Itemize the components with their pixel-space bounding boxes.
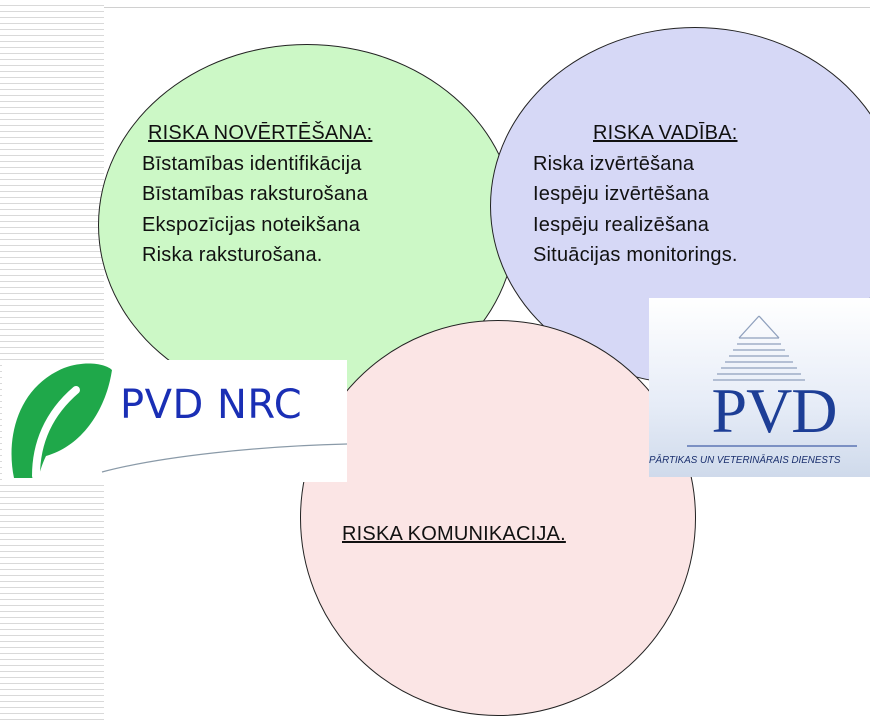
risk-management-item: Riska izvērtēšana [533,152,695,175]
top-divider [104,7,870,8]
risk-communication-title: RISKA KOMUNIKACIJA. [342,523,566,545]
risk-management-item: Situācijas monitorings. [533,244,738,266]
pyramid-icon [687,315,857,447]
pvd-nrc-logo-text: PVD NRC [120,382,303,428]
risk-assessment-item: Bīstamības identifikācija [142,152,362,175]
risk-communication-circle [300,320,696,716]
pvd-nrc-logo: PVD NRC [2,360,347,482]
pvd-logo-subtitle: PĀRTIKAS UN VETERINĀRAIS DIENESTS [649,455,841,466]
risk-management-item: Iespēju realizēšana [533,213,710,236]
risk-assessment-title: RISKA NOVĒRTĒŠANA: [148,122,373,144]
pvd-logo-text: PVD [711,375,837,446]
risk-management-title: RISKA VADĪBA: [593,122,738,144]
risk-assessment-text: RISKA NOVĒRTĒŠANA: Bīstamības identifikā… [142,118,372,271]
risk-management-text: RISKA VADĪBA: Riska izvērtēšana Iespēju … [533,118,738,271]
leaf-icon [11,363,347,480]
risk-assessment-item: Riska raksturošana. [142,244,323,266]
pvd-logo: PVD PĀRTIKAS UN VETERINĀRAIS DIENESTS [649,298,870,477]
risk-assessment-item: Ekspozīcijas noteikšana [142,213,361,236]
risk-communication-text: RISKA KOMUNIKACIJA. [342,519,566,550]
risk-management-item: Iespēju izvērtēšana [533,183,710,205]
risk-assessment-item: Bīstamības raksturošana [142,183,368,205]
